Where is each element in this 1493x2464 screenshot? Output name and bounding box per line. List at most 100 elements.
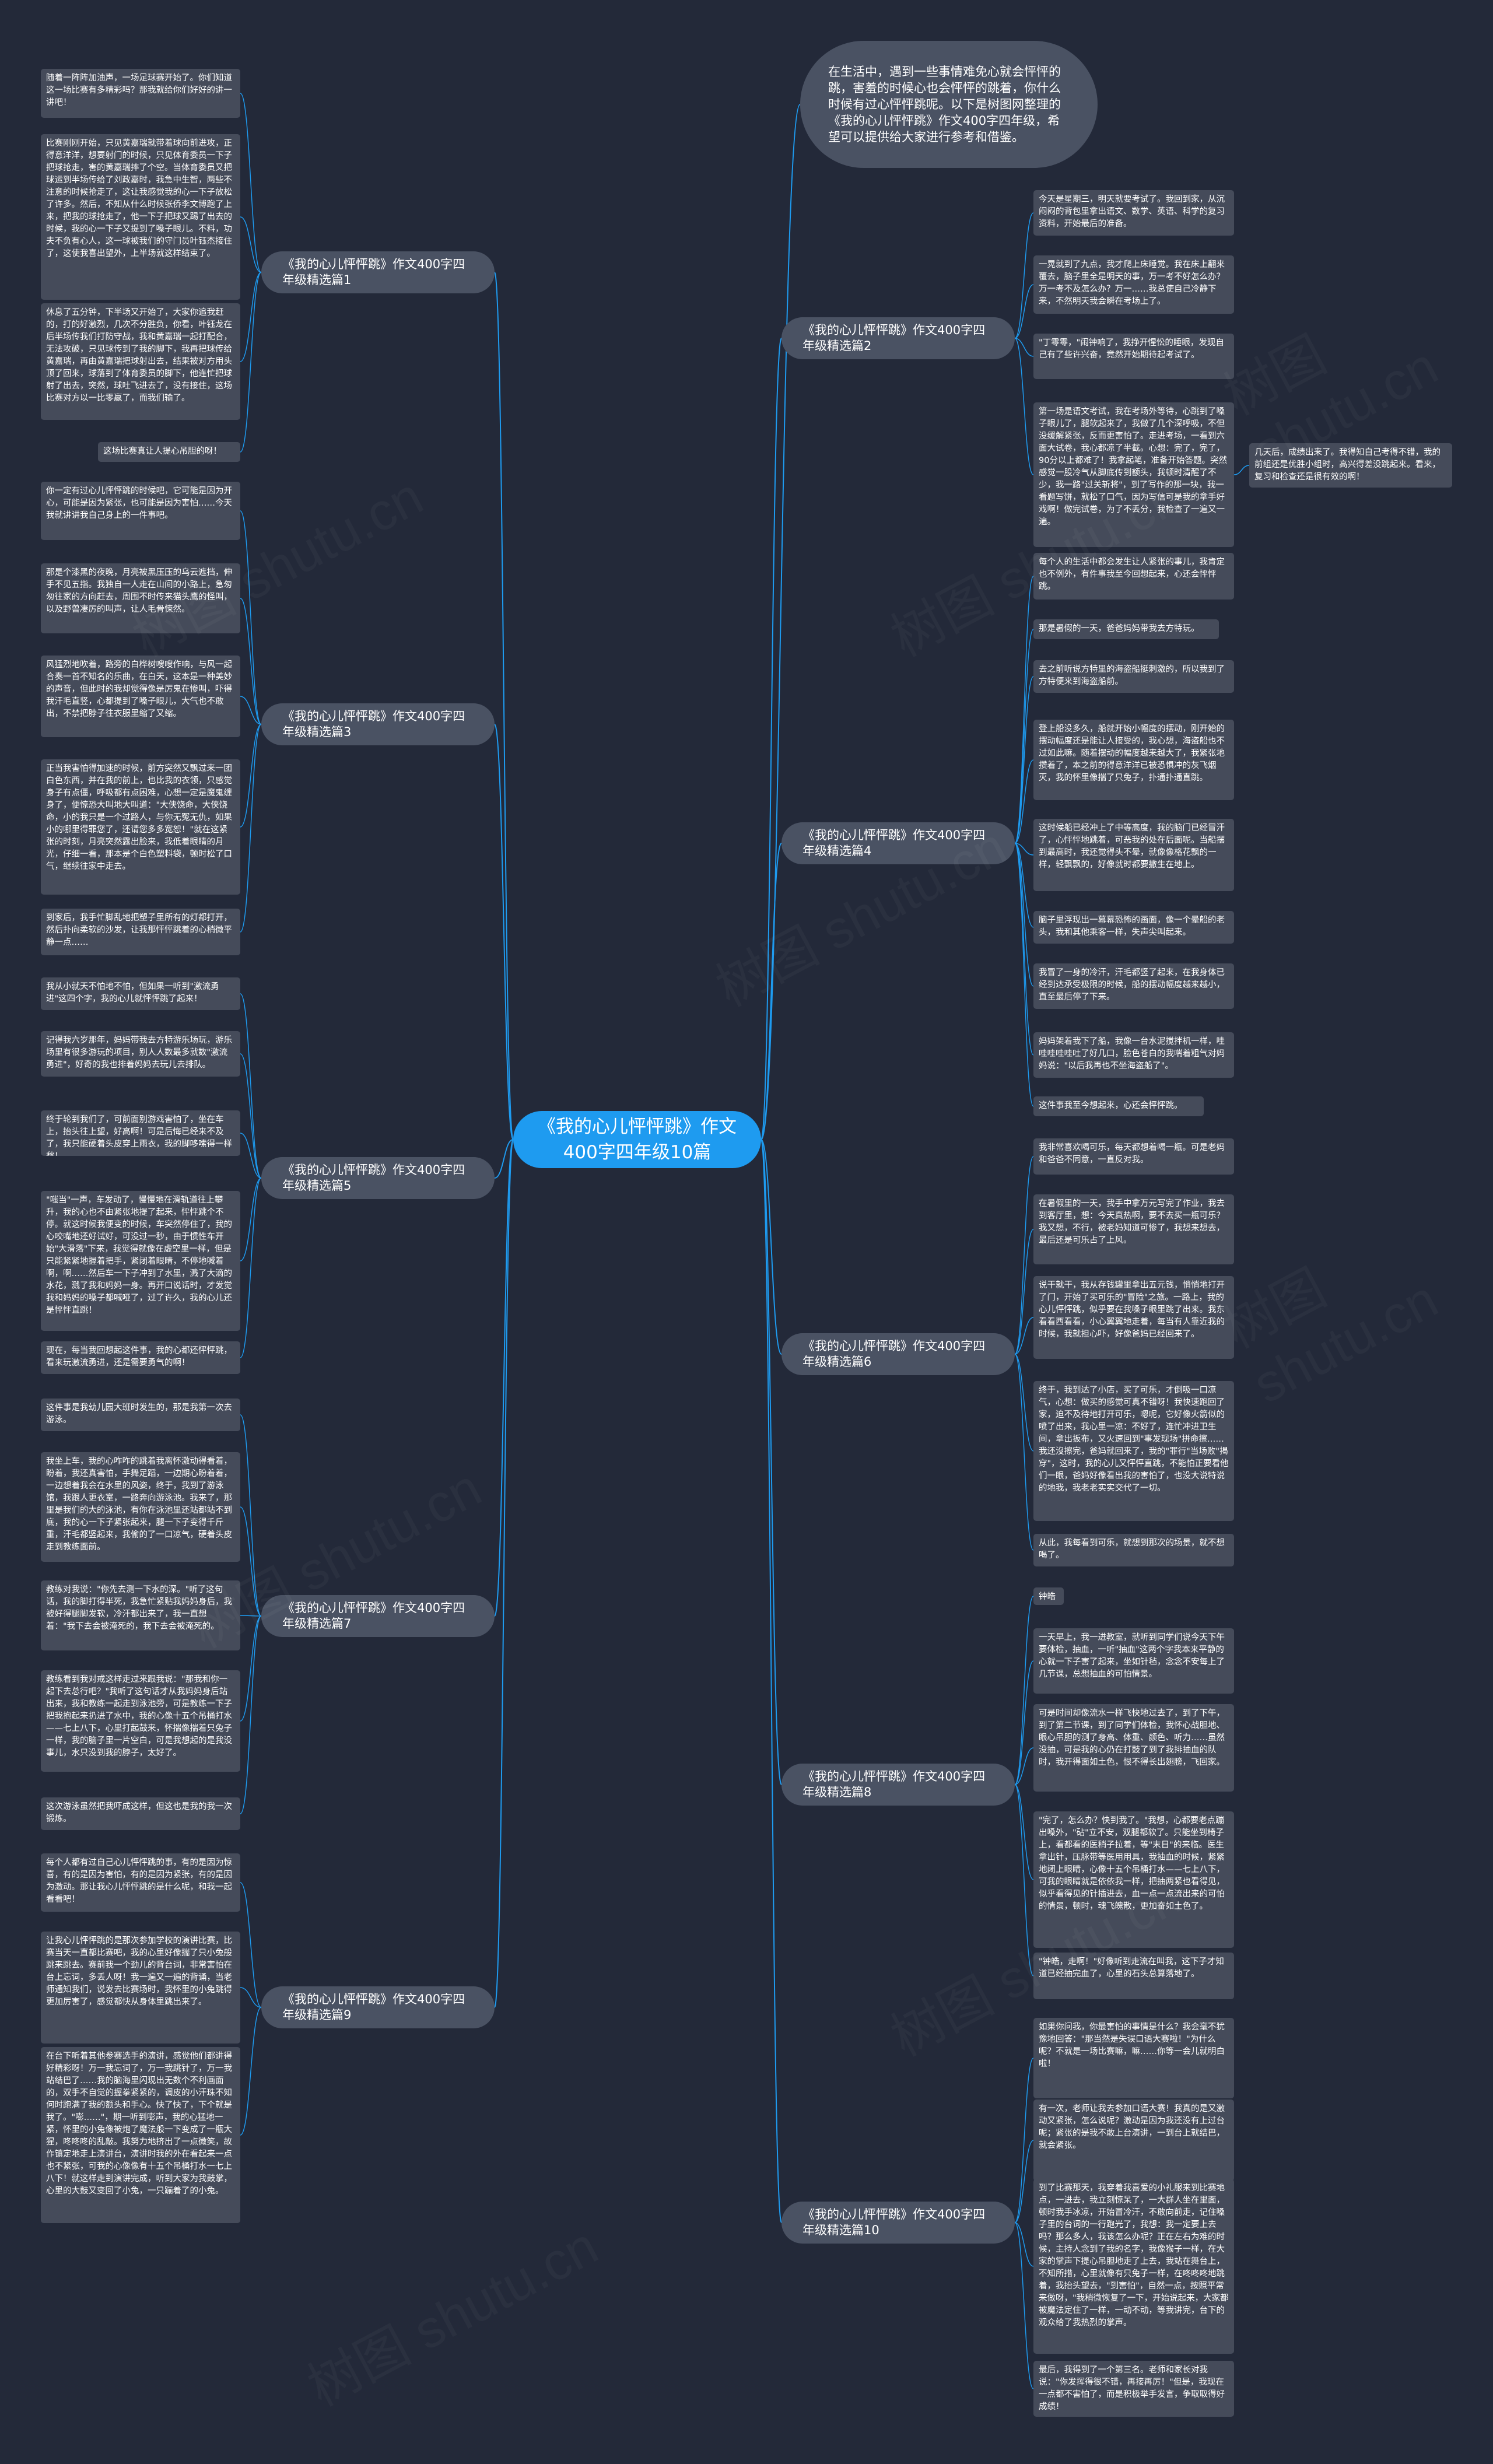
branch-topic-9[interactable]: 《我的心儿怦怦跳》作文400字四年级精选篇9 <box>261 1986 495 2028</box>
intro-bubble[interactable]: 在生活中，遇到一些事情难免心就会怦怦的跳，害羞的时候心也会怦怦的跳着，你什么时候… <box>800 41 1098 168</box>
link-branch-leaf <box>240 1506 262 1617</box>
leaf-note[interactable]: 这场比赛真让人提心吊胆的呀！ <box>98 442 240 462</box>
leaf-note-text: 妈妈架着我下了船，我像一台水泥搅拌机一样，哇哇哇哇哇吐了好几口，脸色苍白的我喘着… <box>1039 1037 1225 1071</box>
leaf-note-text: 这件事我至今想起来，心还会怦怦跳。 <box>1039 1101 1183 1110</box>
leaf-note[interactable]: 休息了五分钟，下半场又开始了，大家你追我赶的，打的好激烈，几次不分胜负，你看，叶… <box>41 303 240 420</box>
link-branch-leaf <box>1014 1784 1034 1976</box>
branch-topic-3[interactable]: 《我的心儿怦怦跳》作文400字四年级精选篇3 <box>261 703 495 745</box>
leaf-note[interactable]: 脑子里浮现出一幕幕恐怖的画面，像一个晕船的老头，我和其他乘客一样，失声尖叫起来。 <box>1033 911 1234 944</box>
leaf-note-text: "丁零零，"闹钟响了，我挣开惺忪的睡眼，发现自己有了些许兴奋，竟然开始期待起考试… <box>1039 338 1224 360</box>
leaf-note[interactable]: 几天后，成绩出来了。我得知自己考得不错，我的前组还是优胜小组时，高兴得差没跳起来… <box>1249 443 1452 488</box>
link-branch-leaf <box>240 724 262 828</box>
leaf-note[interactable]: 正当我害怕得加速的时候，前方突然又飘过来一团白色东西，并在我的前上，也比我的衣领… <box>41 759 240 895</box>
root-topic[interactable]: 《我的心儿怦怦跳》作文400字四年级10篇 <box>513 1111 761 1168</box>
branch-topic-2[interactable]: 《我的心儿怦怦跳》作文400字四年级精选篇2 <box>781 317 1015 359</box>
branch-topic-label: 《我的心儿怦怦跳》作文400字四年级精选篇4 <box>802 828 986 858</box>
leaf-note[interactable]: 去之前听说方特里的海盗船挺刺激的，所以我到了方特便来到海盗船前。 <box>1033 660 1234 693</box>
leaf-note[interactable]: 可是时间却像流水一样飞快地过去了，到了下午，到了第二节课，到了同学们体检，我怀心… <box>1033 1704 1234 1792</box>
leaf-note[interactable]: 我冒了一身的冷汗，汗毛都竖了起来，在我身体已经到达承受极限的时候，船的摆动幅度越… <box>1033 963 1234 1009</box>
leaf-note[interactable]: 妈妈架着我下了船，我像一台水泥搅拌机一样，哇哇哇哇哇吐了好几口，脸色苍白的我喘着… <box>1033 1032 1234 1078</box>
leaf-note[interactable]: 每个人都有过自己心儿怦怦跳的事，有的是因为惊喜，有的是因为害怕，有的是因为紧张，… <box>41 1853 240 1912</box>
leaf-note[interactable]: 教练看到我对戒这样走过来跟我说："那我和你一起下去总行吧？"我听了这句话才从我妈… <box>41 1670 240 1772</box>
leaf-note-text: 教练对我说："你先去测一下水的深。"听了这句话，我的脚打得半死，我急忙紧贴我妈妈… <box>46 1585 232 1631</box>
root-topic-label: 《我的心儿怦怦跳》作文400字四年级10篇 <box>538 1116 737 1163</box>
leaf-note[interactable]: 每个人的生活中都会发生让人紧张的事儿，我肯定也不例外，有件事我至今回想起来，心还… <box>1033 553 1234 600</box>
leaf-note-text: 那是个漆黑的夜晚，月亮被黑压压的乌云遮挡，伸手不见五指。我独自一人走在山间的小路… <box>46 568 232 614</box>
leaf-note-text: 去之前听说方特里的海盗船挺刺激的，所以我到了方特便来到海盗船前。 <box>1039 665 1225 686</box>
leaf-note[interactable]: 一天早上，我一进教室，就听到同学们说今天下午要体检，抽血，一听"抽血"这两个字我… <box>1033 1628 1234 1694</box>
leaf-note[interactable]: 如果你问我，你最害怕的事情是什么？我会毫不犹豫地回答："那当然是失误口语大赛啦！… <box>1033 2018 1234 2098</box>
link-branch-leaf <box>240 1414 262 1617</box>
leaf-note[interactable]: 教练对我说："你先去测一下水的深。"听了这句话，我的脚打得半死，我急忙紧贴我妈妈… <box>41 1580 240 1650</box>
leaf-note[interactable]: 一晃就到了九点，我才爬上床睡觉。我在床上翻来覆去，脑子里全是明天的事，万一考不好… <box>1033 255 1234 314</box>
leaf-note-text: 说干就干，我从存钱罐里拿出五元钱，悄悄地打开了门，开始了买可乐的"冒险"之旅。一… <box>1039 1281 1225 1339</box>
leaf-note[interactable]: 你一定有过心儿怦怦跳的时候吧，它可能是因为开心，可能是因为紧张，也可能是因为害怕… <box>41 482 240 540</box>
leaf-note[interactable]: 今天是星期三，明天就要考试了。我回到家，从沉闷闷的背包里拿出语文、数学、英语、科… <box>1033 190 1234 236</box>
branch-topic-7[interactable]: 《我的心儿怦怦跳》作文400字四年级精选篇7 <box>261 1595 495 1637</box>
link-branch-leaf <box>240 724 262 933</box>
branch-topic-label: 《我的心儿怦怦跳》作文400字四年级精选篇3 <box>282 709 465 739</box>
branch-topic-label: 《我的心儿怦怦跳》作文400字四年级精选篇8 <box>802 1769 986 1799</box>
branch-topic-8[interactable]: 《我的心儿怦怦跳》作文400字四年级精选篇8 <box>781 1764 1015 1806</box>
link-branch-leaf <box>1014 1354 1034 1551</box>
branch-topic-6[interactable]: 《我的心儿怦怦跳》作文400字四年级精选篇6 <box>781 1333 1015 1375</box>
leaf-note-text: 记得我六岁那年，妈妈带我去方特游乐场玩，游乐场里有很多游玩的项目，别人人数最多就… <box>46 1036 232 1070</box>
leaf-note-text: 风猛烈地吹着，路旁的白桦树嗖嗖作响，与风一起合奏一首不知名的乐曲，在白天，这本是… <box>46 660 232 718</box>
leaf-note[interactable]: 这时候船已经冲上了中等高度，我的脑门已经冒汗了，心怦怦地跳着，可恶我的处在后面呢… <box>1033 819 1234 891</box>
leaf-note[interactable]: 到家后，我手忙脚乱地把塑子里所有的灯都打开，然后扑向柔软的沙发，让我那怦怦跳着的… <box>41 909 240 955</box>
leaf-note[interactable]: 我非常喜欢喝可乐，每天都想着喝一瓶。可是老妈和爸爸不同意，一直反对我。 <box>1033 1138 1234 1175</box>
leaf-note[interactable]: "丁零零，"闹钟响了，我挣开惺忪的睡眼，发现自己有了些许兴奋，竟然开始期待起考试… <box>1033 334 1234 379</box>
leaf-note-text: 终于轮到我们了，可前面别游戏害怕了，坐在车上，抬头往上望，好高啊！可是后悔已经来… <box>46 1115 232 1156</box>
leaf-note[interactable]: 记得我六岁那年，妈妈带我去方特游乐场玩，游乐场里有很多游玩的项目，别人人数最多就… <box>41 1031 240 1077</box>
leaf-note[interactable]: 在暑假里的一天，我手中拿万元写完了作业，我去到客厅里，想：今天真热啊，要不去买一… <box>1033 1194 1234 1264</box>
leaf-note[interactable]: 我从小就天不怕地不怕，但如果一听到"激流勇进"这四个字，我的心儿就怦怦跳了起来！ <box>41 977 240 1010</box>
branch-topic-5[interactable]: 《我的心儿怦怦跳》作文400字四年级精选篇5 <box>261 1157 495 1199</box>
link-branch-leaf <box>1014 843 1034 1107</box>
leaf-note[interactable]: 这件事我至今想起来，心还会怦怦跳。 <box>1033 1096 1204 1116</box>
branch-topic-10[interactable]: 《我的心儿怦怦跳》作文400字四年级精选篇10 <box>781 2202 1015 2244</box>
leaf-note[interactable]: 最后，我得到了一个第三名。老师和家长对我说："你发挥得很不错，再接再厉！"但是，… <box>1033 2361 1234 2417</box>
link-branch-leaf <box>1014 1660 1034 1785</box>
leaf-note-text: 今天是星期三，明天就要考试了。我回到家，从沉闷闷的背包里拿出语文、数学、英语、科… <box>1039 195 1225 229</box>
leaf-note-text: 我非常喜欢喝可乐，每天都想着喝一瓶。可是老妈和爸爸不同意，一直反对我。 <box>1039 1143 1225 1165</box>
leaf-note-text: 每个人的生活中都会发生让人紧张的事儿，我肯定也不例外，有件事我至今回想起来，心还… <box>1039 558 1225 591</box>
link-root-branch-4 <box>760 843 782 1140</box>
leaf-note[interactable]: 在台下听着其他参赛选手的演讲，感觉他们都讲得好精彩呀！万一我忘词了，万一我跳针了… <box>41 2047 240 2223</box>
leaf-note[interactable]: 这件事是我幼儿园大班时发生的，那是我第一次去游泳。 <box>41 1399 240 1431</box>
leaf-note[interactable]: "嗤当"一声，车发动了，慢慢地在滑轨道往上攀升，我的心也不由紧张地提了起来，怦怦… <box>41 1191 240 1331</box>
leaf-note[interactable]: 随着一阵阵加油声，一场足球赛开始了。你们知道这一场比赛有多精彩吗？那我就给你们好… <box>41 69 240 118</box>
branch-topic-1[interactable]: 《我的心儿怦怦跳》作文400字四年级精选篇1 <box>261 251 495 293</box>
leaf-note[interactable]: "完了，怎么办？快到我了。"我想，心都要老点蹦出嗓外，"砧"立不安，双腿都软了。… <box>1033 1811 1234 1948</box>
leaf-note[interactable]: 终于轮到我们了，可前面别游戏害怕了，坐在车上，抬头往上望，好高啊！可是后悔已经来… <box>41 1110 240 1156</box>
link-branch-leaf <box>1014 2222 1034 2389</box>
link-branch-leaf <box>1014 212 1034 339</box>
leaf-note-text: 我坐上车，我的心咋咋的跳着我离怀激动得看着，盼着，我还真害怕，手舞足蹈，一边期心… <box>46 1457 232 1552</box>
leaf-note[interactable]: 现在，每当我回想起这件事，我的心都还怦怦跳，看来玩激流勇进，还是需要勇气的啊！ <box>41 1341 240 1374</box>
leaf-note[interactable]: 我坐上车，我的心咋咋的跳着我离怀激动得看着，盼着，我还真害怕，手舞足蹈，一边期心… <box>41 1452 240 1562</box>
leaf-note[interactable]: 登上船没多久，船就开始小幅度的摆动，刚开始的摆动幅度还是能让人接受的，我心想，海… <box>1033 720 1234 800</box>
link-branch-leaf <box>240 1053 262 1179</box>
leaf-note[interactable]: 第一场是语文考试，我在考场外等待，心跳到了嗓子眼儿了，腿软起来了，我做了几个深呼… <box>1033 402 1234 547</box>
leaf-note[interactable]: 钟皓 <box>1033 1587 1064 1605</box>
leaf-note[interactable]: 那是暑假的一天，爸爸妈妈带我去方特玩。 <box>1033 619 1219 639</box>
link-branch-leaf <box>1014 1596 1034 1785</box>
link-branch-leaf <box>240 216 262 273</box>
branch-topic-label: 《我的心儿怦怦跳》作文400字四年级精选篇6 <box>802 1339 986 1369</box>
leaf-note[interactable]: 有一次，老师让我去参加口语大赛！我真的是又激动又紧张，怎么说呢？激动是因为我还没… <box>1033 2100 1234 2181</box>
leaf-note[interactable]: 比赛刚刚开始，只见黄嘉瑞就带着球向前进攻，正得意洋洋，想要射门的时候，只见体育委… <box>41 134 240 300</box>
leaf-note[interactable]: 从此，我每看到可乐，就想到那次的场景，就不想喝了。 <box>1033 1534 1234 1566</box>
leaf-note[interactable]: 说干就干，我从存钱罐里拿出五元钱，悄悄地打开了门，开始了买可乐的"冒险"之旅。一… <box>1033 1276 1234 1359</box>
leaf-note[interactable]: 那是个漆黑的夜晚，月亮被黑压压的乌云遮挡，伸手不见五指。我独自一人走在山间的小路… <box>41 563 240 633</box>
branch-topic-4[interactable]: 《我的心儿怦怦跳》作文400字四年级精选篇4 <box>781 822 1015 864</box>
leaf-note-text: 这件事是我幼儿园大班时发生的，那是我第一次去游泳。 <box>46 1403 232 1425</box>
link-branch-leaf <box>240 1177 262 1261</box>
leaf-note[interactable]: "钟皓，走啊！"好像听到走流在叫我，这下子才知道已经抽完血了，心里的石头总算落地… <box>1033 1953 1234 1999</box>
leaf-note[interactable]: 到了比赛那天，我穿着我喜爱的小礼服来到比赛地点，一进去，我立刻惊呆了，一大群人坐… <box>1033 2179 1234 2354</box>
leaf-note-text: 我冒了一身的冷汗，汗毛都竖了起来，在我身体已经到达承受极限的时候，船的摆动幅度越… <box>1039 968 1225 1002</box>
leaf-note[interactable]: 这次游泳虽然把我吓成这样，但这也是我的我一次锻炼。 <box>41 1797 240 1830</box>
leaf-note[interactable]: 终于，我到达了小店，买了可乐，才倒吸一口凉气，心想：做买的感觉可真不错呀！我快速… <box>1033 1381 1234 1521</box>
leaf-note[interactable]: 让我心儿怦怦跳的是那次参加学校的演讲比赛，比赛当天一直都比赛吧，我的心里好像揣了… <box>41 1932 240 2044</box>
link-root-branch-7 <box>494 1139 514 1617</box>
link-branch-leaf <box>1014 2058 1034 2223</box>
leaf-note[interactable]: 风猛烈地吹着，路旁的白桦树嗖嗖作响，与风一起合奏一首不知名的乐曲，在白天，这本是… <box>41 656 240 737</box>
